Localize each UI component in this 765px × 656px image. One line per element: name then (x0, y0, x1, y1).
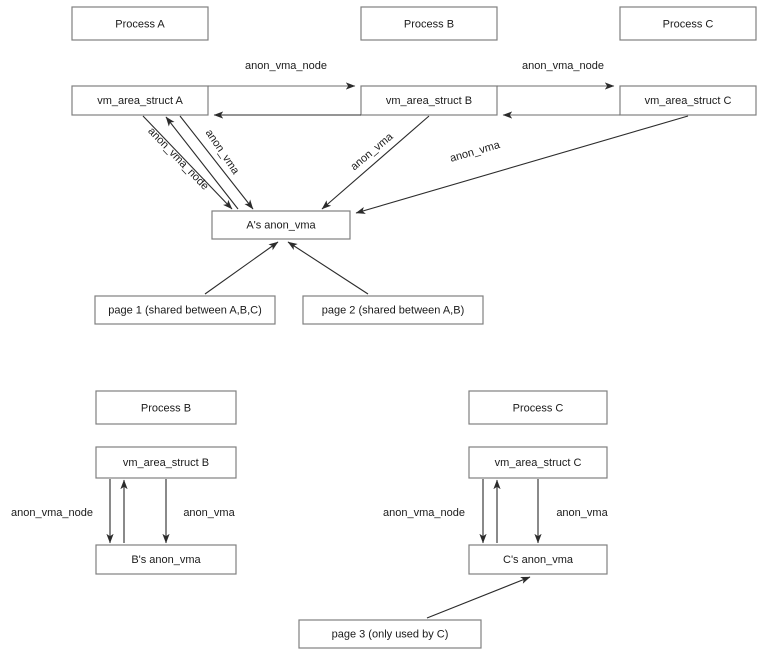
process-c-top-box (619, 6, 757, 41)
vma-c-top-box (619, 85, 757, 116)
page-1-box (94, 295, 276, 325)
node-anon-vma-c[interactable]: C's anon_vma (468, 544, 608, 575)
edge-anonvma-to-a-node-up (165, 116, 239, 210)
page-3-label: page 3 (only used by C) (332, 628, 449, 640)
node-page-1[interactable]: page 1 (shared between A,B,C) (94, 295, 276, 325)
vma-b-top-box (360, 85, 498, 116)
edge-c-to-anonvma-a (355, 115, 689, 214)
node-process-c-top[interactable]: Process C (619, 6, 757, 41)
process-a-box (71, 6, 209, 41)
node-vma-a[interactable]: vm_area_struct A (71, 85, 209, 116)
process-c-top-label: Process C (663, 18, 714, 30)
vma-c-bottom-box (468, 446, 608, 479)
process-c-bottom-label: Process C (513, 402, 564, 414)
anon-vma-a-label: A's anon_vma (246, 219, 316, 231)
node-page-3[interactable]: page 3 (only used by C) (298, 619, 482, 649)
node-anon-vma-b[interactable]: B's anon_vma (95, 544, 237, 575)
edge-a-to-anonvma-node-down (142, 115, 233, 210)
process-b-top-box (360, 6, 498, 41)
edge-a-to-anonvma-vma-down (179, 115, 254, 210)
node-page-2[interactable]: page 2 (shared between A,B) (302, 295, 484, 325)
edge-label-c-anon-vma: anon_vma (449, 139, 503, 165)
page-3-box (298, 619, 482, 649)
process-c-bottom-box (468, 390, 608, 425)
anon-vma-c-box (468, 544, 608, 575)
edge-label-c-bottom-vma: anon_vma (556, 507, 608, 519)
edge-label-ab-anon-vma-node: anon_vma_node (245, 60, 327, 72)
page-2-box (302, 295, 484, 325)
edge-page1-to-anonvma-a (204, 241, 279, 295)
node-vma-b-bottom[interactable]: vm_area_struct B (95, 446, 237, 479)
edge-label-bc-anon-vma-node: anon_vma_node (522, 60, 604, 72)
anon-vma-b-box (95, 544, 237, 575)
node-anon-vma-a[interactable]: A's anon_vma (211, 210, 351, 240)
vma-a-label: vm_area_struct A (97, 95, 183, 107)
process-b-bottom-box (95, 390, 237, 425)
anon-vma-b-label: B's anon_vma (131, 554, 201, 566)
edge-b-to-anonvma-a (321, 115, 430, 210)
vma-b-bottom-box (95, 446, 237, 479)
node-vma-b-top[interactable]: vm_area_struct B (360, 85, 498, 116)
node-process-c-bottom[interactable]: Process C (468, 390, 608, 425)
edge-label-a-anon-vma-node: anon_vma_node (145, 125, 211, 192)
vma-c-top-label: vm_area_struct C (645, 95, 732, 107)
edge-label-c-bottom-node: anon_vma_node (383, 507, 465, 519)
edge-label-b-bottom-vma: anon_vma (183, 507, 235, 519)
node-process-b-bottom[interactable]: Process B (95, 390, 237, 425)
node-process-b-top[interactable]: Process B (360, 6, 498, 41)
vma-b-bottom-label: vm_area_struct B (123, 457, 209, 469)
node-vma-c-bottom[interactable]: vm_area_struct C (468, 446, 608, 479)
vma-c-bottom-label: vm_area_struct C (495, 457, 582, 469)
node-process-a[interactable]: Process A (71, 6, 209, 41)
vma-a-box (71, 85, 209, 116)
anon-vma-c-label: C's anon_vma (503, 554, 574, 566)
process-b-bottom-label: Process B (141, 402, 191, 414)
vma-b-top-label: vm_area_struct B (386, 95, 472, 107)
node-vma-c-top[interactable]: vm_area_struct C (619, 85, 757, 116)
page-1-label: page 1 (shared between A,B,C) (108, 304, 261, 316)
process-a-label: Process A (115, 18, 165, 30)
edge-label-b-anon-vma: anon_vma (348, 130, 396, 173)
page-2-label: page 2 (shared between A,B) (322, 304, 464, 316)
edge-label-b-bottom-node: anon_vma_node (11, 507, 93, 519)
edge-page3-to-anonvmac (426, 576, 531, 619)
edge-page2-to-anonvma-a (287, 241, 369, 295)
anon-vma-a-box (211, 210, 351, 240)
process-b-top-label: Process B (404, 18, 454, 30)
